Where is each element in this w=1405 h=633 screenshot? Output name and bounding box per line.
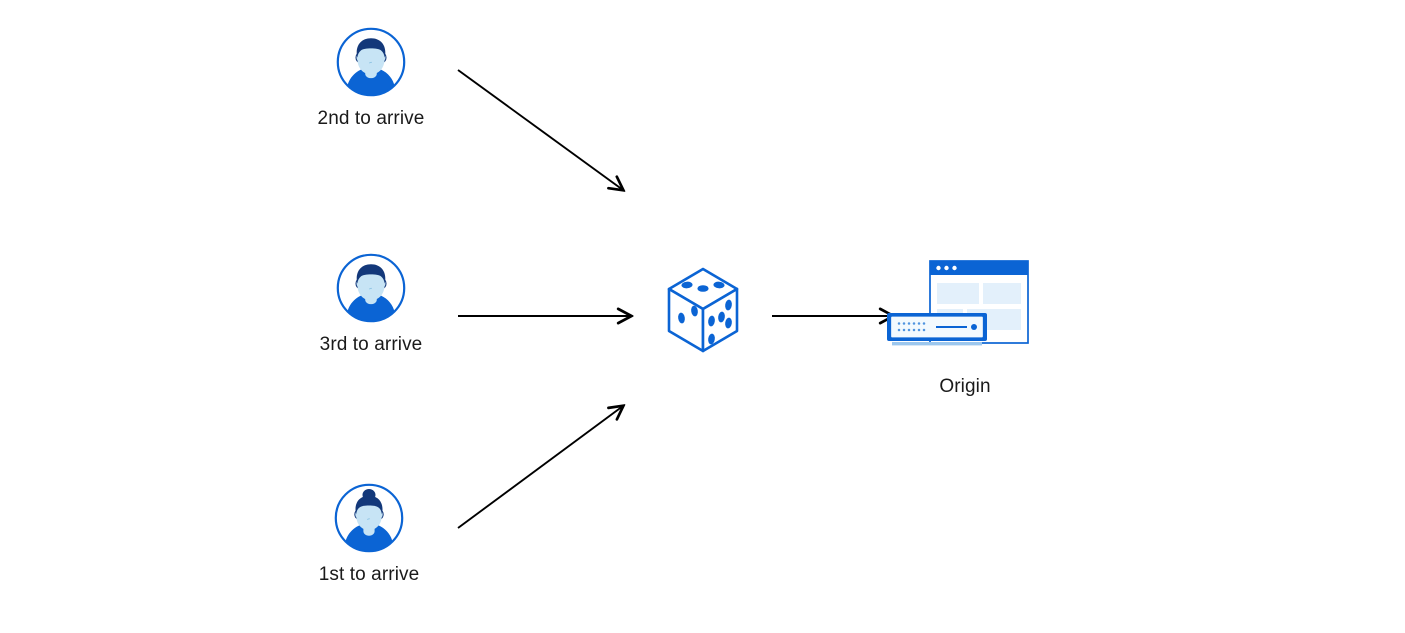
origin-server-icon	[875, 255, 1055, 363]
user-avatar-icon	[335, 26, 407, 98]
node-label: 2nd to arrive	[317, 108, 425, 129]
server-unit	[887, 313, 987, 346]
node-randomizer[interactable]	[648, 263, 758, 367]
node-user-1st[interactable]: 1st to arrive	[294, 482, 444, 588]
user-avatar-icon	[335, 252, 407, 324]
arrow-1st-to-dice	[457, 406, 623, 529]
dice-cube-icon	[648, 263, 758, 367]
user-avatar-icon	[333, 482, 405, 554]
node-label: 1st to arrive	[318, 564, 420, 585]
arrow-2nd-to-dice	[457, 69, 623, 190]
node-user-3rd[interactable]: 3rd to arrive	[296, 252, 446, 358]
node-user-2nd[interactable]: 2nd to arrive	[296, 26, 446, 132]
node-origin[interactable]: Origin	[875, 255, 1055, 400]
node-label: Origin	[939, 376, 991, 397]
node-label: 3rd to arrive	[319, 334, 423, 355]
